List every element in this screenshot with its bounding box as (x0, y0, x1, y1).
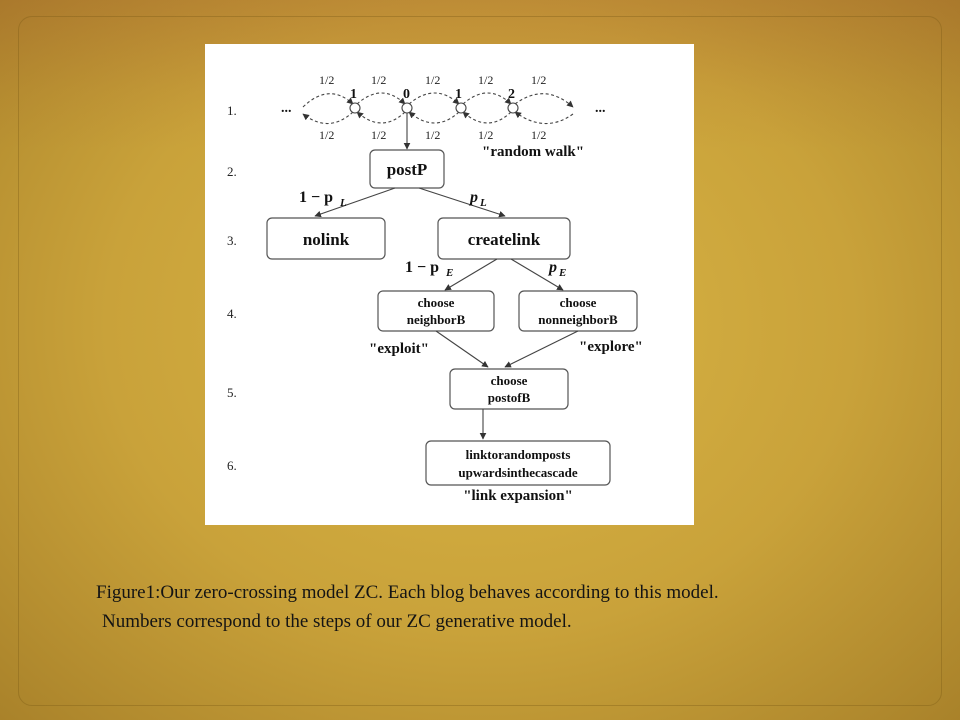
prob-explore: p (547, 259, 557, 276)
node-link-expansion-line1: linktorandomposts (466, 447, 571, 462)
caption-line-2: Numbers correspond to the steps of our Z… (102, 611, 572, 632)
prob-explore-subscript: E (558, 267, 566, 279)
node-postp (369, 149, 445, 189)
walk-arc-bottom-5 (514, 111, 574, 125)
slide-frame (18, 16, 942, 706)
edge-neighbor-postofb (435, 330, 489, 368)
walk-node-label-1b: 1 (455, 87, 462, 102)
figure-caption: Figure1:Our zero-crossing model ZC. Each… (96, 578, 936, 636)
figure-panel: 1. 2. 3. 4. 5. 6. ... ... 1 0 1 2 1/2 1/… (205, 44, 694, 525)
node-choose-neighborb-line2: neighborB (407, 312, 466, 327)
step-label-6: 6. (227, 458, 237, 473)
node-choose-postofb-line1: choose (491, 373, 528, 388)
node-nolink (266, 217, 386, 260)
walk-prob-top-5: 1/2 (531, 73, 546, 87)
walk-node-label-2: 2 (508, 87, 515, 102)
random-walk-label: "random walk" (482, 144, 584, 160)
edge-createlink-nonneighbor (510, 258, 564, 291)
walk-arc-top-2 (356, 92, 406, 105)
walk-prob-top-3: 1/2 (425, 73, 440, 87)
walk-arc-top-1 (302, 93, 354, 108)
node-choose-nonneighborb-line1: choose (560, 295, 597, 310)
caption-line-1: Figure1:Our zero-crossing model ZC. Each… (96, 582, 719, 603)
edge-postp-nolink (314, 187, 396, 218)
node-nolink-label: nolink (303, 230, 350, 249)
node-choose-nonneighborb-line2: nonneighborB (538, 312, 618, 327)
walk-arc-bottom-2 (356, 111, 406, 124)
prob-link: p (468, 189, 478, 206)
edge-postp-createlink (418, 187, 506, 218)
walk-node-label-0: 0 (403, 87, 410, 102)
walk-arc-top-5 (514, 93, 574, 108)
exploit-label: "exploit" (369, 341, 429, 357)
node-choose-postofb (449, 368, 569, 410)
step-label-3: 3. (227, 233, 237, 248)
walk-arc-bottom-4 (462, 111, 512, 124)
step-label-5: 5. (227, 385, 237, 400)
walk-prob-bottom-3: 1/2 (425, 128, 440, 142)
walk-arc-top-3 (408, 92, 460, 105)
walk-node-right-1 (455, 102, 467, 114)
prob-no-link-subscript: L (339, 197, 347, 209)
prob-exploit: 1 − p (405, 259, 439, 276)
node-choose-neighborb-line1: choose (418, 295, 455, 310)
node-link-expansion-line2: upwardsinthecascade (458, 465, 577, 480)
walk-prob-bottom-2: 1/2 (371, 128, 386, 142)
node-link-expansion (425, 440, 611, 486)
walk-prob-bottom-1: 1/2 (319, 128, 334, 142)
walk-arc-bottom-3 (408, 111, 460, 124)
walk-ellipsis-right: ... (595, 101, 606, 116)
walk-ellipsis-left: ... (281, 101, 292, 116)
walk-arc-top-4 (462, 92, 512, 105)
prob-link-subscript: L (479, 197, 487, 209)
step-label-4: 4. (227, 306, 237, 321)
prob-exploit-subscript: E (445, 267, 453, 279)
zc-model-diagram: 1. 2. 3. 4. 5. 6. ... ... 1 0 1 2 1/2 1/… (227, 73, 643, 504)
walk-prob-top-2: 1/2 (371, 73, 386, 87)
explore-label: "explore" (579, 339, 643, 355)
walk-prob-bottom-5: 1/2 (531, 128, 546, 142)
link-expansion-label: "link expansion" (463, 488, 573, 504)
step-label-2: 2. (227, 164, 237, 179)
walk-node-0 (401, 102, 413, 114)
node-postp-label: postP (387, 160, 428, 179)
walk-node-label-1a: 1 (350, 87, 357, 102)
node-createlink (437, 217, 571, 260)
edge-nonneighbor-postofb (504, 330, 579, 368)
walk-node-2 (507, 102, 519, 114)
node-createlink-label: createlink (468, 230, 541, 249)
walk-arc-bottom-1 (302, 111, 354, 125)
node-choose-postofb-line2: postofB (488, 390, 531, 405)
walk-node-left-1 (349, 102, 361, 114)
edge-createlink-neighbor (444, 258, 498, 291)
step-label-1: 1. (227, 103, 237, 118)
walk-prob-bottom-4: 1/2 (478, 128, 493, 142)
walk-prob-top-4: 1/2 (478, 73, 493, 87)
walk-prob-top-1: 1/2 (319, 73, 334, 87)
prob-no-link: 1 − p (299, 189, 333, 206)
